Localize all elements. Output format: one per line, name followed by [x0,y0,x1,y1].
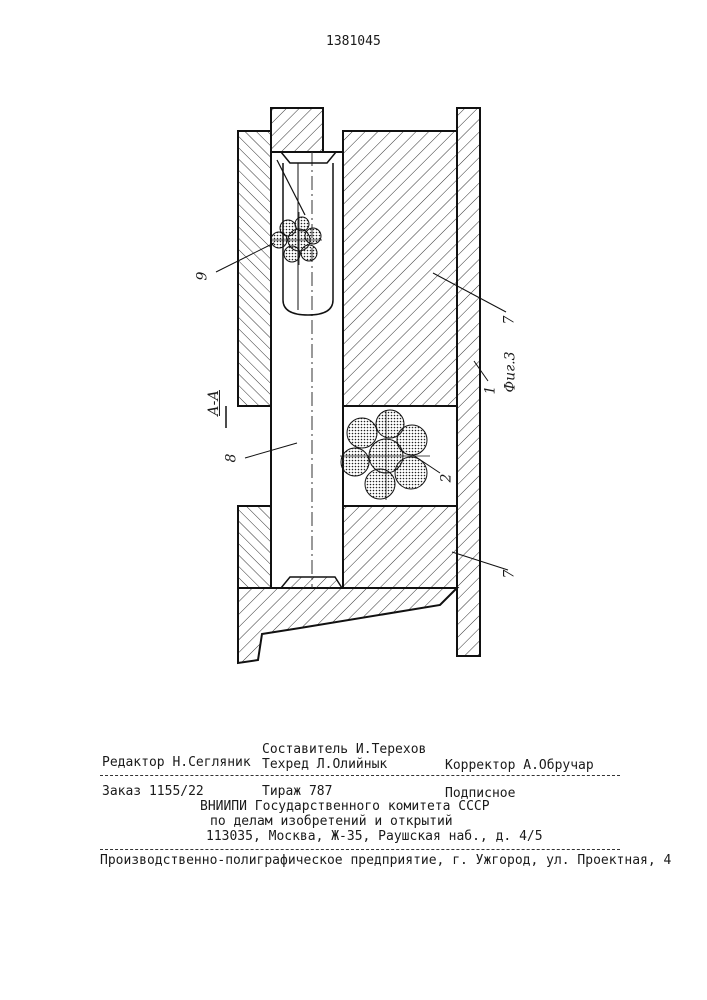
callout-9: 9 [194,272,210,281]
callout-1: 1 [482,386,498,395]
section-label: А-А [206,390,222,416]
rule-bottom [100,849,620,850]
left-upper-wall [238,131,271,406]
callout-7-lower: 7 [501,570,517,579]
screw-stub [271,108,323,152]
institute-line-2: по делам изобретений и открытий [210,814,453,829]
institute-line-3: 113035, Москва, Ж-35, Раушская наб., д. … [206,829,543,844]
left-lower-wall [238,506,271,588]
technical-drawing [0,0,707,720]
callout-8: 8 [223,454,239,463]
figure-label: Фиг.3 [503,351,519,392]
pin-body [271,152,343,588]
rule-top [100,775,620,776]
callout-2: 2 [438,474,454,483]
editor-line: Редактор Н.Сегляник [102,755,251,770]
lower-block [343,506,457,588]
order-line: Заказ 1155/22 [102,784,204,799]
upper-block [343,131,457,406]
corrector-line: Корректор А.Обручар [445,758,594,773]
callout-7-upper: 7 [501,316,517,325]
techred-line: Техред Л.Олийнык [262,757,387,772]
institute-line-1: ВНИИПИ Государственного комитета СССР [200,799,490,814]
printer-line: Производственно-полиграфическое предприя… [100,853,671,868]
bottom-foot [238,588,457,663]
compiler-line: Составитель И.Терехов [262,742,426,757]
base-plate [457,108,480,656]
print-run-line: Тираж 787 [262,784,332,799]
